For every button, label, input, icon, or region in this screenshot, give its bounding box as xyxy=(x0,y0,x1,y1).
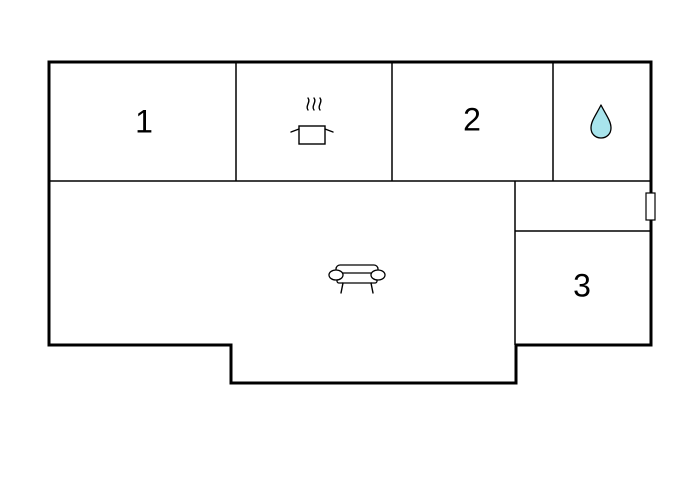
window-marker xyxy=(645,192,656,221)
sofa-icon xyxy=(328,264,386,294)
water-drop-icon xyxy=(590,104,612,139)
cooking-pot-icon xyxy=(290,97,334,145)
room-label-2: 2 xyxy=(463,101,481,137)
outer-wall xyxy=(47,60,653,385)
room-label-3: 3 xyxy=(573,267,591,303)
room-label-1: 1 xyxy=(135,103,153,139)
